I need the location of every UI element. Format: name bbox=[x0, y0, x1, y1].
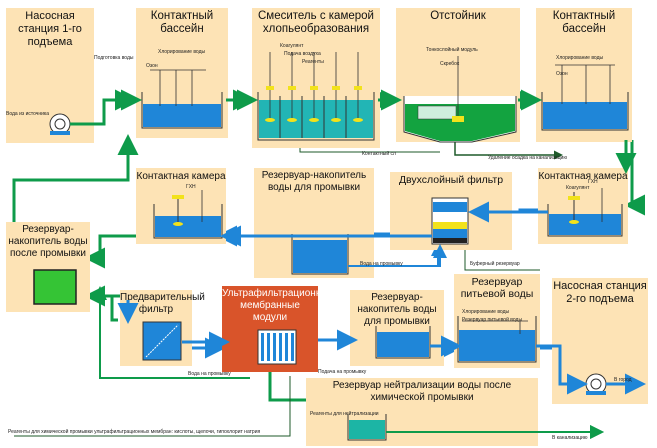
label-kk2-reagent: ГХН bbox=[588, 179, 598, 185]
block-two-layer-filter: Двухслойный фильтр bbox=[390, 172, 512, 250]
label-to-sewer: В канализацию bbox=[552, 435, 588, 441]
block-pump-station-2: Насосная станция 2-го подъема bbox=[552, 278, 648, 404]
block-contact-chamber-2: Контактная камера bbox=[538, 168, 628, 244]
label-mix-coagulant: Коагулянт bbox=[280, 43, 304, 49]
label-kb2-chlorination: Хлорирование воды bbox=[556, 55, 604, 61]
block-wash-water-tank-2: Резервуар-накопитель воды для промывки bbox=[350, 290, 444, 366]
label-kb2-ozone: Озон bbox=[556, 71, 568, 77]
block-title: Насосная станция 2-го подъема bbox=[553, 280, 647, 305]
flow-kk1-rnp bbox=[84, 234, 136, 269]
label-settler-module: Тонкослойный модуль bbox=[426, 47, 478, 53]
block-contact-basin-1: Контактный бассейн bbox=[136, 8, 228, 138]
flow-bufer bbox=[464, 246, 540, 271]
label-buffer: Буферный резервуар bbox=[470, 261, 520, 267]
label-settler-scraper: Скребок bbox=[440, 61, 460, 67]
label-kk1-reagent: ГХН bbox=[186, 184, 196, 190]
block-title: Контактная камера bbox=[136, 171, 226, 182]
block-rinse-water-tank: Резервуар-накопитель воды после промывки bbox=[6, 222, 90, 312]
label-wash-feed: Вода на промывку bbox=[360, 261, 403, 267]
block-title: Ультрафильтрационные мембранные модули bbox=[222, 288, 335, 323]
block-title: Резервуар-накопитель воды для промывки bbox=[261, 170, 367, 193]
label-kb1-chlorination: Хлорирование воды bbox=[158, 49, 206, 55]
block-title: Резервуар нейтрализации воды после химич… bbox=[332, 380, 512, 403]
block-title: Резервуар питьевой воды bbox=[460, 276, 534, 300]
block-settler: Отстойник bbox=[396, 8, 520, 142]
label-water-prep: Подготовка воды bbox=[94, 55, 134, 61]
block-pre-filter: Предварительный фильтр bbox=[120, 290, 205, 366]
label-wash-supply: Подача на промывку bbox=[318, 369, 367, 375]
label-neutralization-reagents: Реагенты для нейтрализации bbox=[310, 411, 379, 417]
block-mixer: Смеситель с камерой хлопьеобразования bbox=[252, 8, 380, 148]
label-kk2-coagulant: Коагулянт bbox=[566, 185, 590, 191]
flow-return-rnp bbox=[93, 286, 250, 379]
block-title: Контактный бассейн bbox=[552, 10, 616, 35]
block-title: Резервуар-накопитель воды после промывки bbox=[8, 224, 88, 259]
block-title: Насосная станция 1-го подъема bbox=[18, 10, 82, 48]
block-uf-modules: Ультрафильтрационные мембранные модули bbox=[222, 286, 335, 372]
block-title: Отстойник bbox=[430, 10, 486, 22]
label-to-city: В город bbox=[614, 377, 632, 383]
block-contact-chamber-1: Контактная камера bbox=[136, 168, 226, 244]
label-mix-reagents: Реагенты bbox=[302, 59, 324, 65]
flow-return-top bbox=[12, 134, 139, 250]
flow-rnp-pf bbox=[90, 294, 118, 322]
label-contact-sl: Контактный сл bbox=[362, 151, 396, 157]
block-title: Контактный бассейн bbox=[150, 10, 214, 35]
label-source-water: Вода из источника bbox=[6, 111, 50, 117]
label-sludge: Удаление осадка на канализацию bbox=[488, 155, 568, 161]
label-rpv-tank: Резервуар питьевой воды bbox=[462, 317, 523, 323]
label-rpv-chlorination: Хлорирование воды bbox=[462, 309, 510, 315]
block-title: Резервуар-накопитель воды для промывки bbox=[357, 292, 437, 327]
block-pump-station-1: Насосная станция 1-го подъема bbox=[6, 8, 94, 143]
label-bottom-note: Реагенты для химической промывки ультраф… bbox=[8, 429, 261, 435]
block-contact-basin-2: Контактный бассейн bbox=[536, 8, 632, 142]
block-title: Двухслойный фильтр bbox=[398, 174, 504, 186]
block-title: Предварительный фильтр bbox=[120, 292, 205, 315]
label-kb1-ozone: Озон bbox=[146, 63, 158, 69]
label-mix-air: Подача воздуха bbox=[284, 51, 321, 57]
block-wash-water-tank-1: Резервуар-накопитель воды для промывки bbox=[254, 168, 374, 278]
block-title: Контактная камера bbox=[538, 171, 628, 182]
flow-reagents bbox=[14, 376, 291, 437]
block-title: Смеситель с камерой хлопьеобразования bbox=[258, 10, 374, 35]
flow-sludge bbox=[454, 140, 563, 160]
block-neutralization-tank: Резервуар нейтрализации воды после химич… bbox=[306, 378, 538, 446]
label-wash-feed-2: Вода на промывку bbox=[188, 371, 231, 377]
flow-kb2-kk2 bbox=[624, 140, 645, 216]
